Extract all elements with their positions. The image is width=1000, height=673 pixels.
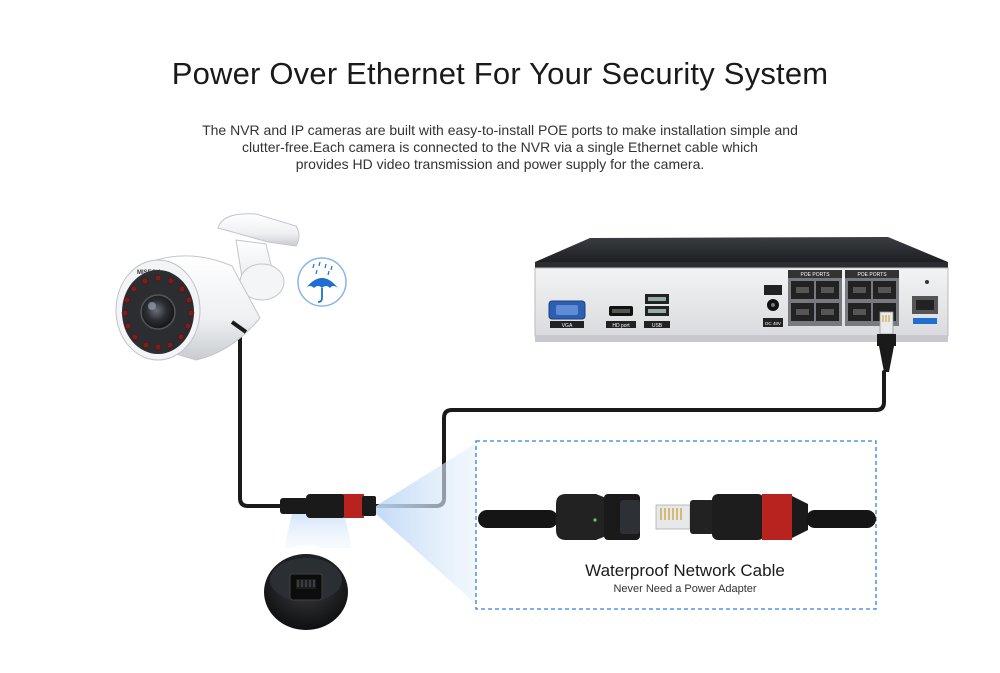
waterproof-umbrella-icon xyxy=(297,257,347,307)
nvr-recorder: VGA HD port USB DC 48V PO xyxy=(534,237,949,342)
waterproof-cable-detail xyxy=(478,494,876,540)
zoom-beam-right xyxy=(376,442,478,606)
hdmi-port: HD port xyxy=(606,306,636,329)
dc-label: DC 48V xyxy=(765,321,781,326)
poe-group-2-label: POE PORTS xyxy=(857,272,887,278)
cable-junction-connector xyxy=(280,494,376,518)
nvr-rj45-plug xyxy=(877,311,896,372)
camera-brand: MISECU xyxy=(137,270,160,276)
ir-led-ring xyxy=(121,274,195,351)
page-title: Power Over Ethernet For Your Security Sy… xyxy=(171,56,829,91)
cable-title: Waterproof Network Cable xyxy=(585,561,785,580)
bullet-camera: MISECU xyxy=(115,213,300,361)
hdmi-label: HD port xyxy=(612,323,630,329)
description-line-2: clutter-free.Each camera is connected to… xyxy=(242,139,758,155)
description: The NVR and IP cameras are built with ea… xyxy=(160,122,840,173)
lan-port xyxy=(912,280,938,324)
dc-power-port: DC 48V xyxy=(763,285,783,327)
vga-port: VGA xyxy=(548,300,586,329)
description-line-1: The NVR and IP cameras are built with ea… xyxy=(202,122,798,138)
status-led xyxy=(593,518,597,522)
zoom-beam-down xyxy=(284,514,352,548)
poe-group-1-label: POE PORTS xyxy=(800,272,830,278)
poe-ports-group-1: POE PORTS xyxy=(788,270,842,326)
description-line-3: provides HD video transmission and power… xyxy=(295,156,705,172)
vga-label: VGA xyxy=(562,323,573,329)
cable-subtitle: Never Need a Power Adapter xyxy=(613,583,757,595)
usb-ports: USB xyxy=(644,294,670,329)
jack-closeup xyxy=(262,545,350,633)
usb-label: USB xyxy=(652,323,663,329)
camera-lens xyxy=(140,294,176,330)
